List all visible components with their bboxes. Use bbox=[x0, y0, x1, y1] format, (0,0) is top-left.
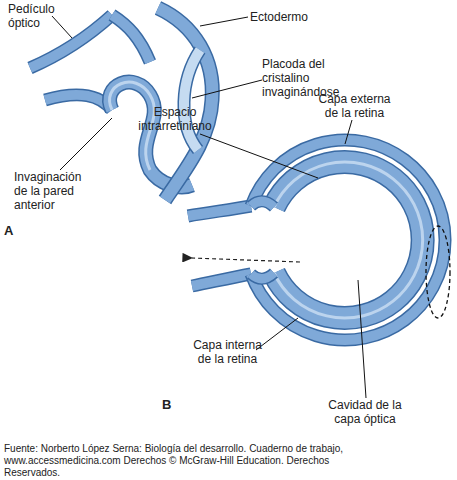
layer-highlight bbox=[274, 162, 423, 318]
leader-line bbox=[200, 134, 318, 178]
leader-line bbox=[60, 118, 112, 170]
figure-letter: B bbox=[162, 398, 192, 412]
cup-rim bbox=[251, 273, 274, 279]
lens-placode bbox=[184, 50, 200, 150]
part-label: Capa externa de la retina bbox=[312, 92, 397, 120]
leader-line bbox=[192, 80, 262, 98]
leader-line bbox=[200, 17, 248, 26]
optic-stalk bbox=[188, 206, 251, 216]
part-label: Invaginación de la pared anterior bbox=[14, 170, 94, 212]
outer-retina-layer bbox=[251, 140, 445, 340]
optic-stalk bbox=[45, 95, 112, 110]
optic-stalk bbox=[30, 15, 112, 68]
part-label: Cavidad de la capa óptica bbox=[320, 398, 410, 426]
part-label: Pedículo óptico bbox=[8, 2, 68, 30]
leader-line bbox=[358, 280, 366, 398]
part-label: Espacio intrarretiniano bbox=[125, 105, 225, 133]
optic-stalk bbox=[30, 15, 112, 68]
ectoderm bbox=[158, 8, 212, 200]
leader-line bbox=[256, 318, 298, 350]
optic-vesicle-wall bbox=[112, 15, 150, 62]
dashed-arrow bbox=[192, 258, 300, 262]
leader-line bbox=[345, 120, 352, 144]
optic-stalk bbox=[192, 274, 251, 286]
choroid-fissure-outline bbox=[426, 226, 450, 318]
ectoderm bbox=[158, 8, 212, 200]
cup-rim bbox=[251, 201, 274, 207]
cup-rim bbox=[251, 201, 274, 207]
optic-stalk bbox=[192, 274, 251, 286]
optic-stalk bbox=[45, 95, 112, 110]
cup-rim bbox=[251, 273, 274, 279]
leader-line bbox=[52, 16, 72, 38]
inner-retina-layer bbox=[274, 162, 423, 318]
part-label: Ectodermo bbox=[250, 10, 340, 24]
lens-placode bbox=[184, 50, 200, 150]
figure-letter: A bbox=[4, 224, 34, 238]
outer-retina-layer bbox=[251, 140, 445, 340]
source-caption: Fuente: Norberto López Serna: Biología d… bbox=[4, 443, 384, 479]
inner-retina-layer bbox=[274, 162, 423, 318]
part-label: Capa interna de la retina bbox=[185, 338, 270, 366]
optic-stalk bbox=[188, 206, 251, 216]
optic-vesicle-wall bbox=[112, 15, 150, 62]
